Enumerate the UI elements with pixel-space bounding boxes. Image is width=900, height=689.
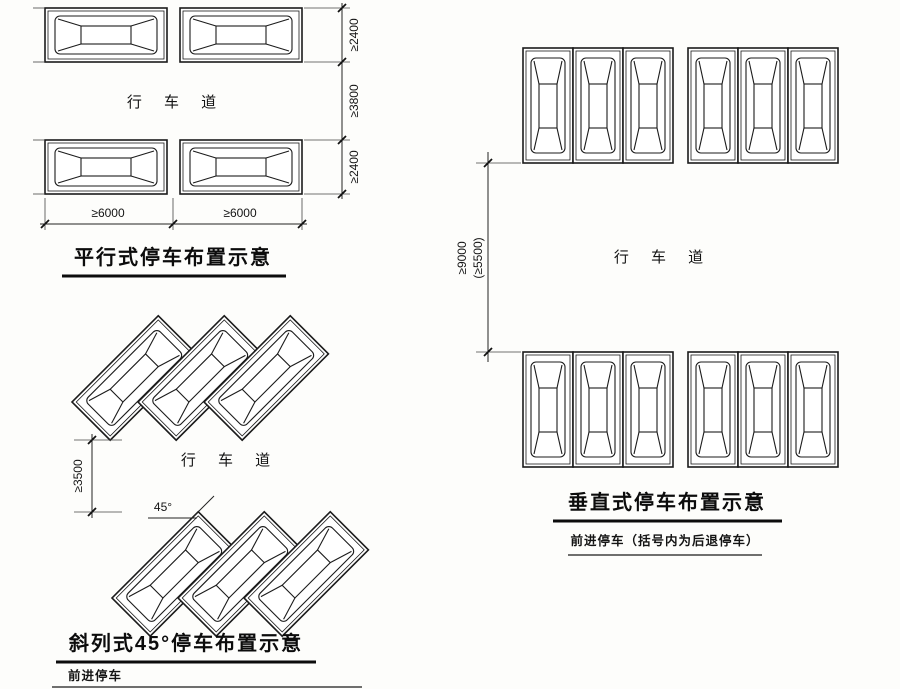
parallel-parking-diagram: 行 车 道 ≥2400 ≥3800 ≥2400 [33, 3, 361, 278]
dim-stall-length-left: ≥6000 [91, 206, 125, 220]
drive-lane-label: 行 车 道 [614, 249, 712, 266]
forward-parking-note: 前进停车 [68, 668, 122, 683]
dim-stall-length-right: ≥6000 [223, 206, 257, 220]
perpendicular-parking-diagram: 行 车 道 ≥9000 (≥5500) 垂直式停车布置示意 前进停车（括号内为后… [455, 47, 839, 556]
car-top-view [179, 139, 303, 195]
car-top-view [572, 47, 624, 164]
car-top-view [44, 7, 168, 63]
car-top-view [572, 351, 624, 468]
dim-lane-width: ≥3500 [71, 459, 85, 493]
car-top-view [737, 47, 789, 164]
car-top-view [687, 47, 739, 164]
forward-parking-note: 前进停车（括号内为后退停车） [570, 533, 759, 548]
car-top-view [44, 139, 168, 195]
dim-lane-width-reverse: (≥5500) [471, 237, 485, 278]
dim-stall-depth-bottom: ≥2400 [347, 150, 361, 184]
perpendicular-diagram-title: 垂直式停车布置示意 [568, 490, 766, 514]
parallel-diagram-title: 平行式停车布置示意 [74, 245, 272, 269]
diagonal-diagram-title: 斜列式45°停车布置示意 [68, 631, 303, 655]
car-top-view [787, 47, 839, 164]
car-top-view [179, 7, 303, 63]
drive-lane-label: 行 车 道 [181, 452, 279, 469]
car-top-view [687, 351, 739, 468]
dimension-chain-vertical: ≥2400 ≥3800 ≥2400 [304, 3, 361, 199]
drive-lane-label: 行 车 道 [127, 94, 225, 111]
car-top-view [622, 351, 674, 468]
curb-extension-lines [33, 7, 45, 195]
dim-lane-width: ≥3800 [347, 84, 361, 118]
car-top-view [787, 351, 839, 468]
dim-stall-depth-top: ≥2400 [347, 18, 361, 52]
car-top-view [522, 351, 574, 468]
angle-annotation: 45° [148, 495, 215, 519]
dimension-lane-width: ≥9000 (≥5500) [455, 152, 521, 362]
car-top-view [622, 47, 674, 164]
dimension-chain-horizontal: ≥6000 ≥6000 [40, 198, 307, 230]
angle-label: 45° [154, 500, 172, 514]
car-top-view [737, 351, 789, 468]
car-top-view [522, 47, 574, 164]
dim-lane-width-forward: ≥9000 [455, 241, 469, 275]
diagonal-parking-diagram: 行 车 道 ≥3500 45° 斜列式45°停车布置 [52, 314, 370, 688]
dimension-lane-width: ≥3500 [71, 434, 122, 518]
